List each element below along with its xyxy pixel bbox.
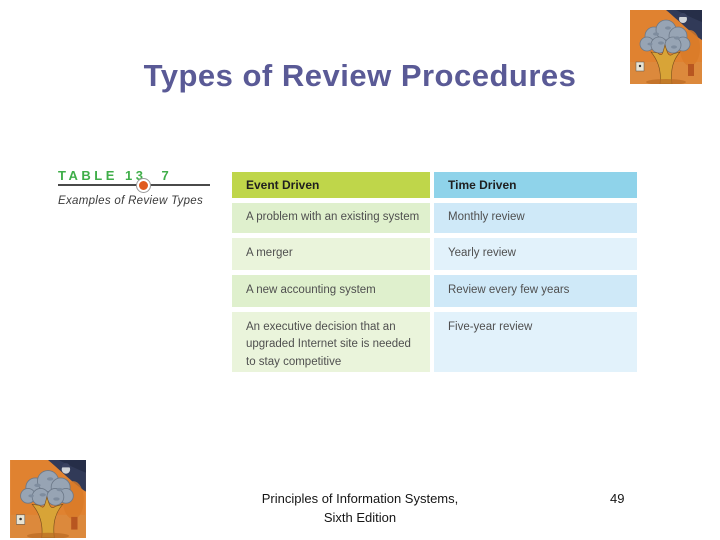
table-cell: Review every few years — [434, 275, 637, 307]
table-number-dot-icon — [137, 179, 150, 192]
page-number: 49 — [610, 491, 625, 506]
footer-line2: Sixth Edition — [323, 509, 397, 525]
table-cell: Monthly review — [434, 203, 637, 233]
table-number-suffix: 7 — [161, 168, 173, 183]
table-cell: A new accounting system — [232, 275, 430, 307]
table-header-event-driven: Event Driven — [232, 172, 430, 198]
tree-painting-image — [10, 460, 86, 538]
slide-footer: Principles of Information Systems, Sixth… — [170, 490, 550, 528]
tree-painting-image — [630, 10, 702, 84]
caption-rule — [58, 184, 210, 186]
table-cell: Yearly review — [434, 238, 637, 270]
table-cell: A problem with an existing system — [232, 203, 430, 233]
table-number-label: TABLE 13 7 — [58, 168, 216, 183]
table-subtitle: Examples of Review Types — [58, 195, 204, 207]
slide-title: Types of Review Procedures — [143, 58, 577, 93]
table-header-time-driven: Time Driven — [434, 172, 637, 198]
table-cell: Five-year review — [434, 312, 637, 372]
table-number-prefix: TABLE 13 — [58, 168, 147, 183]
review-types-table: Event Driven Time Driven A problem with … — [232, 172, 637, 372]
table-caption: TABLE 13 7 Examples of Review Types — [58, 168, 216, 207]
table-cell: An executive decision that an upgraded I… — [232, 312, 430, 372]
table-cell: A merger — [232, 238, 430, 270]
footer-line1: Principles of Information Systems, — [261, 491, 459, 506]
